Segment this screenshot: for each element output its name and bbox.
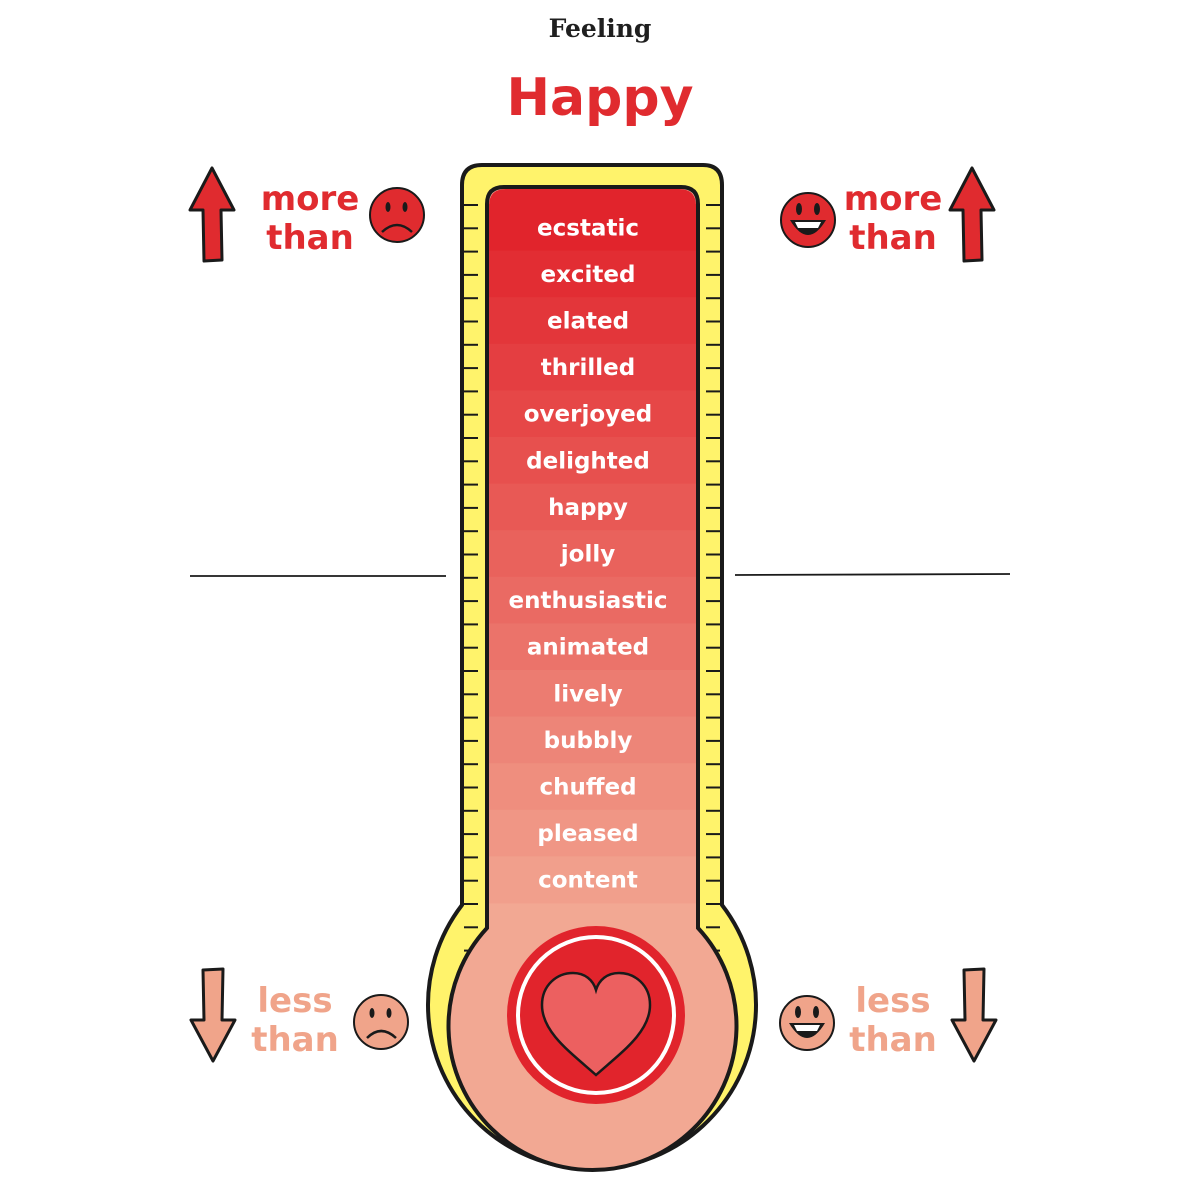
scale-word: content [538,868,638,894]
scale-band [489,716,696,764]
scale-word: enthusiastic [508,588,667,614]
sad-face-icon [353,994,409,1050]
scale-band [489,390,696,438]
scale-word: delighted [526,448,650,474]
scale-band [489,297,696,345]
sad-face-icon [369,187,425,243]
more-word: more [843,179,943,219]
less-word: less [257,981,333,1021]
arrow-up-icon [948,166,996,263]
more-word: more [260,179,360,219]
header-label: Feeling [548,14,652,43]
less-word: less [855,981,931,1021]
scale-word: chuffed [539,775,636,801]
happy-face-icon [779,995,835,1051]
arrow-up-icon [188,166,236,263]
scale-word: jolly [560,542,615,568]
less-than-label-right: less than [838,982,948,1060]
scale-band [489,343,696,391]
scale-band [489,856,696,904]
than-word: than [849,1020,937,1060]
scale-band [489,204,696,252]
more-than-label-left: more than [255,180,365,258]
scale-word: thrilled [541,355,635,381]
scale-band [489,437,696,485]
scale-band [489,483,696,531]
scale-band [489,809,696,857]
more-than-label-right: more than [838,180,948,258]
scale-word: happy [548,495,628,521]
scale-word: animated [527,635,649,661]
scale-word: pleased [537,821,638,847]
tick-marks [464,204,720,952]
scale-band [489,576,696,624]
scale-word: ecstatic [537,215,639,241]
than-word: than [251,1020,339,1060]
divider-right [734,573,1011,576]
heart-icon [540,971,652,1077]
scale-band [489,763,696,811]
less-than-label-left: less than [240,982,350,1060]
arrow-down-icon [189,967,237,1063]
scale-band-cap [489,189,696,206]
happy-face-icon [780,192,836,248]
scale-bands: ecstatic excited elated thrilled overjoyed de… [489,189,696,904]
scale-band [489,530,696,578]
than-word: than [266,218,354,258]
scale-word: lively [553,681,622,707]
scale-band [489,670,696,718]
arrow-down-icon [950,967,998,1063]
scale-word: bubbly [544,728,633,754]
than-word: than [849,218,937,258]
page-title: Happy [506,68,694,128]
scale-word: overjoyed [524,402,652,428]
scale-band [489,250,696,298]
scale-word: elated [547,309,629,335]
scale-word: excited [540,262,635,288]
scale-band [489,623,696,671]
